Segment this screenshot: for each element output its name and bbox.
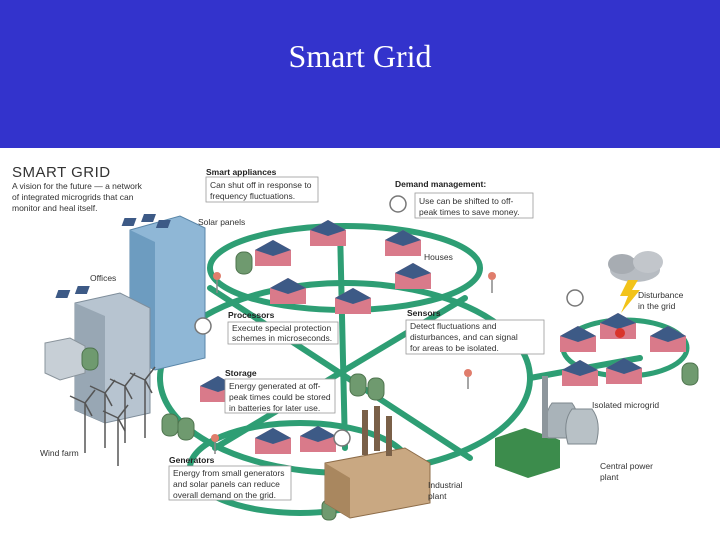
- smart-grid-diagram: SMART GRID A vision for the future — a n…: [12, 164, 699, 521]
- gauge-icon: [389, 195, 407, 213]
- storm-cloud: [608, 251, 663, 313]
- processors-line-1: Execute special protection: [232, 323, 331, 333]
- processors-title: Processors: [228, 310, 275, 320]
- industrial-plant: [324, 406, 431, 519]
- storage-tanks: [81, 251, 699, 521]
- lightning-icon: [620, 280, 640, 313]
- sensors-line-3: for areas to be isolated.: [410, 343, 499, 353]
- intro-line-3: monitor and heal itself.: [12, 203, 98, 213]
- storage-title: Storage: [225, 368, 257, 378]
- intro-line-2: of integrated microgrids that can: [12, 192, 134, 202]
- generators-line-1: Energy from small generators: [173, 468, 285, 478]
- disturbance-label-1: Disturbance: [638, 290, 684, 300]
- callout-boxes: [168, 176, 545, 501]
- grid-link-vertical: [337, 225, 348, 451]
- office-buildings: [44, 215, 206, 424]
- isolated-microgrid-label: Isolated microgrid: [592, 400, 659, 410]
- disturbance-label-2: in the grid: [638, 301, 676, 311]
- title-bar: [0, 0, 720, 148]
- central-power-plant: [495, 376, 599, 478]
- central-power-plant-label-1: Central power: [600, 461, 653, 471]
- wind-farm: [69, 366, 156, 466]
- central-power-plant-label-2: plant: [600, 472, 619, 482]
- intro-line-1: A vision for the future — a network: [12, 181, 143, 191]
- sensors-line-2: disturbances, and can signal: [410, 332, 518, 342]
- houses-label: Houses: [424, 252, 453, 262]
- storage-line-1: Energy generated at off-: [229, 381, 321, 391]
- solar-panels: [55, 214, 171, 298]
- sensors-title: Sensors: [407, 308, 441, 318]
- gauge-icon: [566, 289, 584, 307]
- processors-line-2: schemes in microseconds.: [232, 333, 332, 343]
- demand-management-line-1: Use can be shifted to off-: [419, 196, 514, 206]
- gauge-icon: [194, 317, 212, 335]
- generators-title: Generators: [169, 455, 215, 465]
- generators-line-3: overall demand on the grid.: [173, 490, 276, 500]
- smart-appliances-line-2: frequency fluctuations.: [210, 191, 295, 201]
- demand-management-title: Demand management:: [395, 179, 486, 189]
- storage-line-2: peak times could be stored: [229, 392, 331, 402]
- generators-line-2: and solar panels can reduce: [173, 479, 280, 489]
- smart-appliances-title: Smart appliances: [206, 167, 277, 177]
- demand-management-line-2: peak times to save money.: [419, 207, 519, 217]
- storage-line-3: in batteries for later use.: [229, 403, 320, 413]
- diagram-heading: SMART GRID: [12, 164, 111, 181]
- slide-title: Smart Grid: [288, 38, 432, 74]
- offices-label: Offices: [90, 273, 116, 283]
- solar-panels-label: Solar panels: [198, 217, 245, 227]
- gauge-icon: [333, 429, 351, 447]
- wind-farm-label: Wind farm: [40, 448, 79, 458]
- industrial-plant-label-2: plant: [428, 491, 447, 501]
- industrial-plant-label-1: Industrial: [428, 480, 463, 490]
- smart-appliances-line-1: Can shut off in response to: [210, 180, 312, 190]
- sensors-line-1: Detect fluctuations and: [410, 321, 497, 331]
